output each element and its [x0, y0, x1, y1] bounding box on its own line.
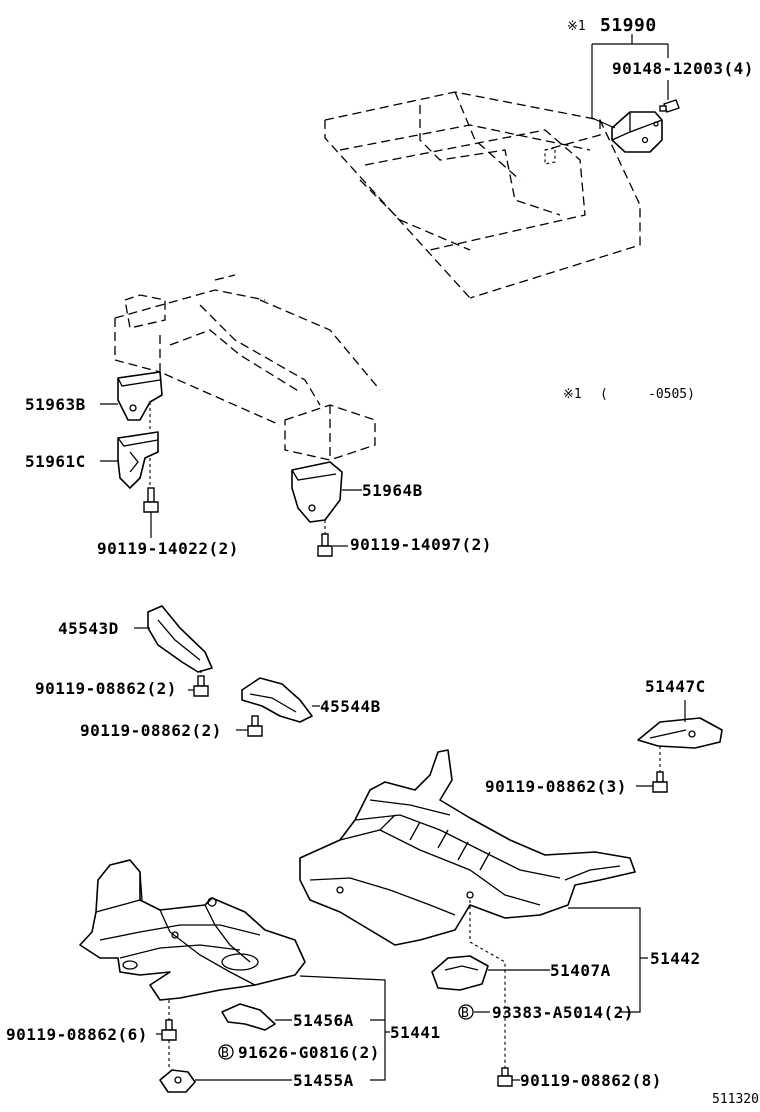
leader-51441: [299, 975, 390, 1081]
label-90119-08862-b: 90119-08862(2): [80, 721, 222, 740]
bracket-51964B: [291, 461, 343, 523]
leader-51442: [568, 907, 648, 1013]
plate-51447C: [637, 717, 723, 749]
bolt-90119-14022: [143, 487, 159, 513]
label-51447C: 51447C: [645, 677, 706, 696]
note-range-open: (: [600, 387, 608, 402]
bolt-90119-08862-6: [161, 1019, 177, 1041]
label-90119-08862-8: 90119-08862(8): [520, 1071, 662, 1090]
label-90119-14097: 90119-14097(2): [350, 535, 492, 554]
hook-51961C: [117, 431, 159, 489]
label-51441: 51441: [390, 1023, 441, 1042]
label-51963B: 51963B: [25, 395, 86, 414]
label-51407A: 51407A: [550, 961, 611, 980]
note-mark: ※1: [563, 387, 582, 402]
label-90119-08862-a: 90119-08862(2): [35, 679, 177, 698]
figure-id: 511320: [712, 1092, 759, 1107]
bolt-90148: [659, 99, 680, 113]
label-51964B: 51964B: [362, 481, 423, 500]
marker-B-91626: [218, 1044, 234, 1060]
note-range-end: -0505): [648, 387, 695, 402]
label-93383-mark: B: [461, 1006, 469, 1021]
label-90119-08862-c: 90119-08862(3): [485, 777, 627, 796]
label-51961C: 51961C: [25, 452, 86, 471]
under-cover-51441: [79, 859, 306, 1001]
label-90148-12003: 90148-12003(4): [612, 59, 754, 78]
under-cover-51442: [299, 749, 636, 946]
bracket-51990: [611, 111, 663, 153]
label-51990: 51990: [600, 15, 657, 36]
grommet-51455A: [159, 1069, 196, 1093]
label-51442: 51442: [650, 949, 701, 968]
label-93383-A5014: 93383-A5014(2): [492, 1003, 634, 1022]
frame-rear-section: [324, 91, 641, 299]
bracket-51456A: [221, 1003, 276, 1031]
label-91626-G0816: 91626-G0816(2): [238, 1043, 380, 1062]
label-91626-mark: B: [221, 1046, 229, 1061]
bracket-51407A: [431, 955, 489, 991]
marker-B-93383: [458, 1004, 474, 1020]
label-51456A: 51456A: [293, 1011, 354, 1030]
bolt-90119-14097: [317, 533, 333, 557]
label-45543D: 45543D: [58, 619, 119, 638]
bracket-45544B: [241, 677, 313, 723]
leader-51990: [591, 34, 669, 129]
bolt-90119-08862-c: [652, 771, 668, 793]
dashed-guide-51442: [469, 900, 506, 1068]
bolt-90119-08862-8: [497, 1067, 513, 1087]
bracket-45543D: [147, 605, 213, 673]
bracket-51963B: [117, 371, 163, 421]
bolt-90119-08862-a: [193, 675, 209, 697]
note-applicability: ※1 ( -0505): [563, 387, 695, 402]
label-90119-14022: 90119-14022(2): [97, 539, 239, 558]
bolt-90119-08862-b: [247, 715, 263, 737]
label-51990-mark: ※1: [567, 19, 586, 34]
label-45544B: 45544B: [320, 697, 381, 716]
label-51455A: 51455A: [293, 1071, 354, 1090]
label-90119-08862-6: 90119-08862(6): [6, 1025, 148, 1044]
